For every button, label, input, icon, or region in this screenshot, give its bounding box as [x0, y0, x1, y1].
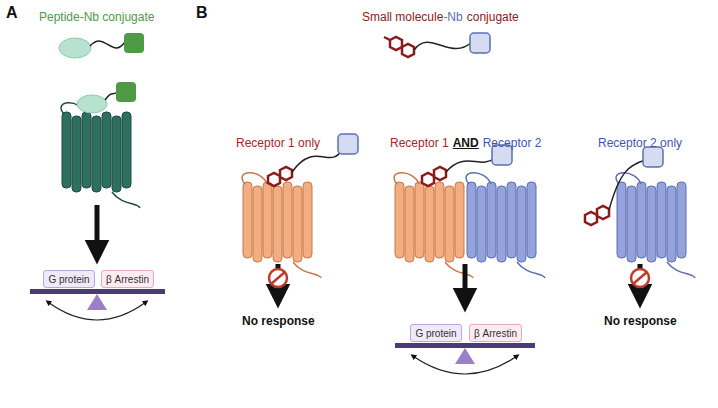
label-row: Receptor 2 only — [598, 136, 682, 150]
label-row: Small molecule-Nb conjugate — [362, 10, 519, 24]
text-label: B — [196, 4, 208, 22]
text-label: No response — [242, 314, 315, 328]
receptor — [466, 173, 545, 278]
pathway-box: β Arrestin — [101, 270, 154, 288]
label-row: Peptide-Nb conjugate — [39, 10, 154, 24]
receptor — [61, 103, 140, 208]
text-label: Receptor 2 only — [598, 136, 682, 150]
pathway-box: β Arrestin — [469, 324, 522, 342]
small-molecule — [384, 37, 414, 57]
linker — [292, 150, 645, 210]
nanobody — [470, 33, 490, 53]
peptide — [59, 38, 91, 58]
box-label: G protein — [415, 328, 456, 339]
pathway-box: G protein — [410, 324, 462, 342]
linker — [414, 42, 472, 50]
pathway-box: G protein — [43, 270, 95, 288]
stop-symbol — [269, 269, 649, 287]
text-label: Small molecule — [362, 10, 443, 24]
text-label: Receptor 1 only — [236, 136, 320, 150]
label-row: Receptor 1 only — [236, 136, 320, 150]
small-molecule — [268, 167, 609, 225]
text-label: conjugate — [467, 10, 519, 24]
text-label: Peptide-Nb conjugate — [39, 10, 154, 24]
label-row: No response — [604, 314, 677, 328]
box-label: β Arrestin — [106, 274, 149, 285]
text-label: Receptor 2 — [483, 136, 542, 150]
text-label: A — [6, 4, 18, 22]
box-label: β Arrestin — [474, 328, 517, 339]
receptor — [616, 173, 695, 278]
balance — [30, 289, 535, 374]
signal-arrow — [97, 205, 640, 300]
receptor — [242, 173, 321, 278]
label-row: Receptor 1 AND Receptor 2 — [390, 136, 541, 150]
label-row: No response — [242, 314, 315, 328]
text-label: No response — [604, 314, 677, 328]
peptide — [77, 95, 107, 113]
text-label: AND — [453, 136, 479, 150]
text-label: Receptor 1 — [390, 136, 449, 150]
text-label: -Nb — [443, 10, 462, 24]
label-row: B — [196, 4, 208, 22]
nanobody — [124, 33, 144, 53]
label-row: A — [6, 4, 18, 22]
nanobody — [116, 82, 136, 102]
receptor — [394, 173, 473, 278]
box-label: G protein — [48, 274, 89, 285]
linker — [90, 41, 125, 48]
